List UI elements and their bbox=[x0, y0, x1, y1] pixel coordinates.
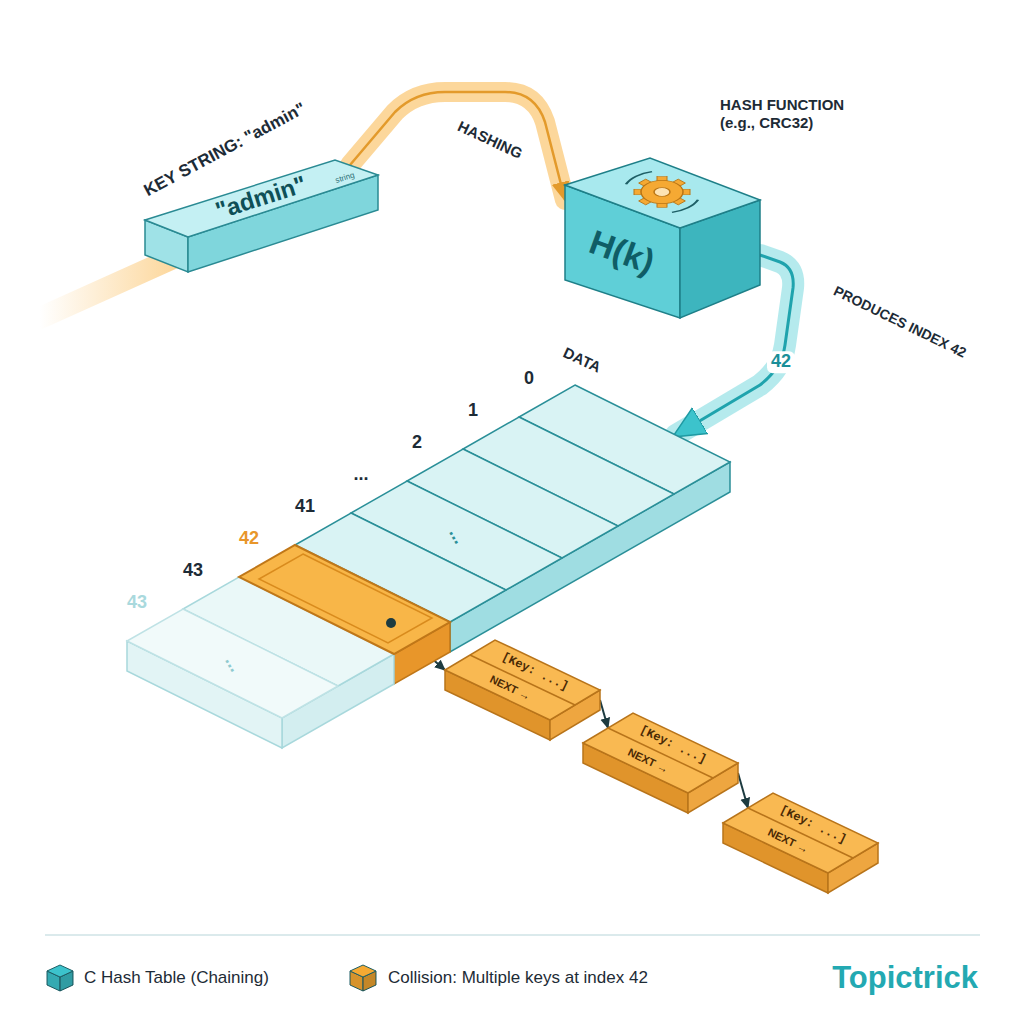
key-string-box: KEY STRING: "admin""admin"string bbox=[120, 90, 390, 280]
bucket-index: 1 bbox=[468, 400, 478, 422]
bucket-array bbox=[100, 330, 750, 755]
bucket-index: ... bbox=[353, 464, 368, 486]
hash-table: DATA bbox=[100, 330, 750, 755]
chain-pointer bbox=[738, 773, 748, 808]
bucket-index: 42 bbox=[239, 528, 259, 550]
bucket-index: 43 bbox=[183, 560, 203, 582]
edge-label: 42 bbox=[767, 351, 795, 373]
legend-rule bbox=[45, 934, 980, 936]
legend-swatch bbox=[45, 963, 75, 993]
legend-text: Collision: Multiple keys at index 42 bbox=[388, 968, 648, 988]
index-note: PRODUCES INDEX 42 bbox=[831, 283, 969, 362]
bucket-index: 0 bbox=[524, 368, 534, 390]
chain-node: [Key: ...]NEXT → bbox=[718, 788, 883, 898]
bucket-index: 43 bbox=[127, 592, 147, 614]
watermark: Topictrick bbox=[832, 959, 978, 996]
legend-swatch bbox=[348, 963, 378, 993]
chain-node: [Key: ...]NEXT → bbox=[440, 635, 605, 745]
hashing-arrow bbox=[350, 92, 565, 200]
chain-pointer bbox=[600, 700, 608, 728]
hash-heading: HASH FUNCTION (e.g., CRC32) bbox=[720, 96, 870, 132]
legend-text: C Hash Table (Chaining) bbox=[84, 968, 269, 988]
bucket-index: 41 bbox=[295, 496, 315, 518]
table-heading: DATA bbox=[560, 344, 603, 377]
chain-node: [Key: ...]NEXT → bbox=[578, 708, 743, 818]
edge-label: HASHING bbox=[451, 116, 529, 165]
bucket-index: 2 bbox=[412, 432, 422, 454]
